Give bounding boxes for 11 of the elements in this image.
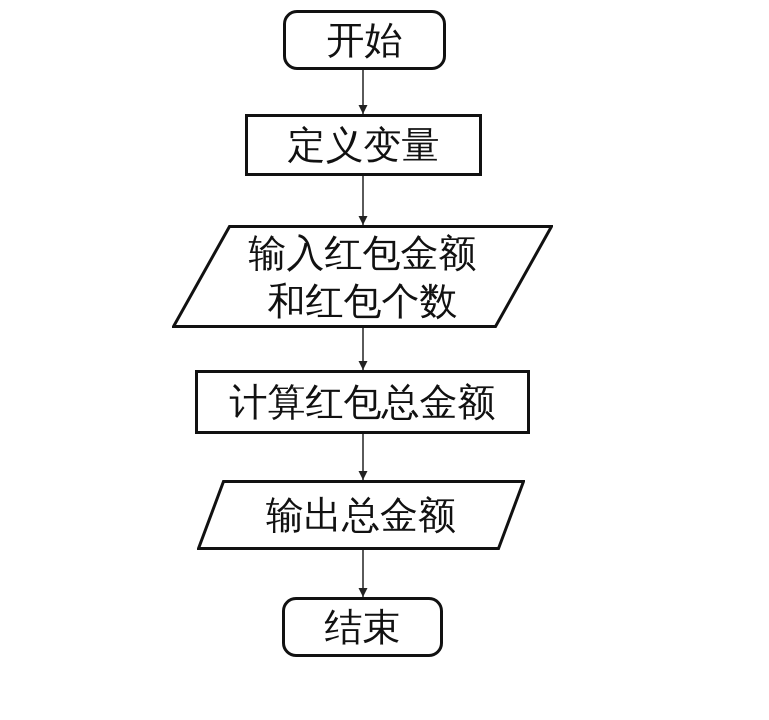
start-box: 开始 xyxy=(283,10,446,70)
output-parallelogram: 输出总金额 xyxy=(197,480,525,550)
arrow xyxy=(358,70,368,114)
arrow xyxy=(358,176,368,225)
arrow xyxy=(358,550,368,597)
process-box: 定义变量 xyxy=(245,114,482,176)
end-box: 结束 xyxy=(282,597,443,657)
input-parallelogram: 输入红包金额和红包个数 xyxy=(172,225,553,328)
process-box: 计算红包总金额 xyxy=(195,370,530,434)
arrow xyxy=(358,434,368,480)
arrow xyxy=(358,328,368,370)
